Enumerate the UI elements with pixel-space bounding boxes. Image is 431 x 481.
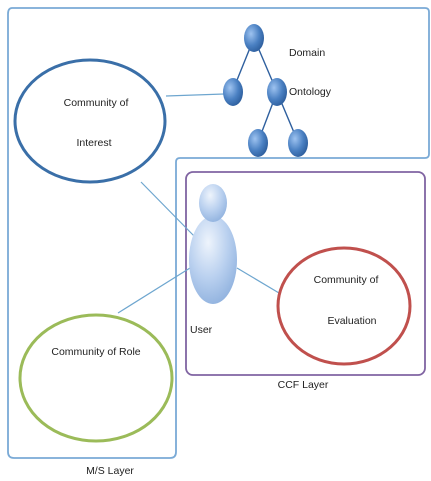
ontology-node-right [267, 78, 287, 106]
community-of-evaluation-label-line2: Evaluation [327, 315, 376, 327]
ontology-node-left [223, 78, 243, 106]
connector-lines [117, 93, 280, 314]
user-figure [189, 184, 237, 304]
ontology-node-leaf-right [288, 129, 308, 157]
ontology-node-root [244, 24, 264, 52]
community-of-interest-label-line2: Interest [76, 137, 111, 149]
ms-layer-label: M/S Layer [86, 465, 134, 477]
community-of-interest-label-line1: Community of [64, 97, 129, 109]
community-of-evaluation-label-line1: Community of [314, 274, 379, 286]
user-label: User [190, 324, 213, 336]
domain-ontology-label-line2: Ontology [289, 86, 332, 98]
ccf-layer-label: CCF Layer [278, 379, 329, 391]
user-head [199, 184, 227, 222]
community-of-evaluation-ellipse [276, 246, 412, 366]
community-of-role-ellipse [18, 313, 174, 443]
ms-layer-border [7, 7, 430, 459]
community-of-role-label: Community of Role [51, 346, 140, 358]
ccf-layer-border [185, 171, 426, 376]
user-body [189, 216, 237, 304]
community-of-interest-ellipse [13, 58, 167, 184]
domain-ontology-label-line1: Domain [289, 47, 325, 59]
ontology-node-leaf-left [248, 129, 268, 157]
